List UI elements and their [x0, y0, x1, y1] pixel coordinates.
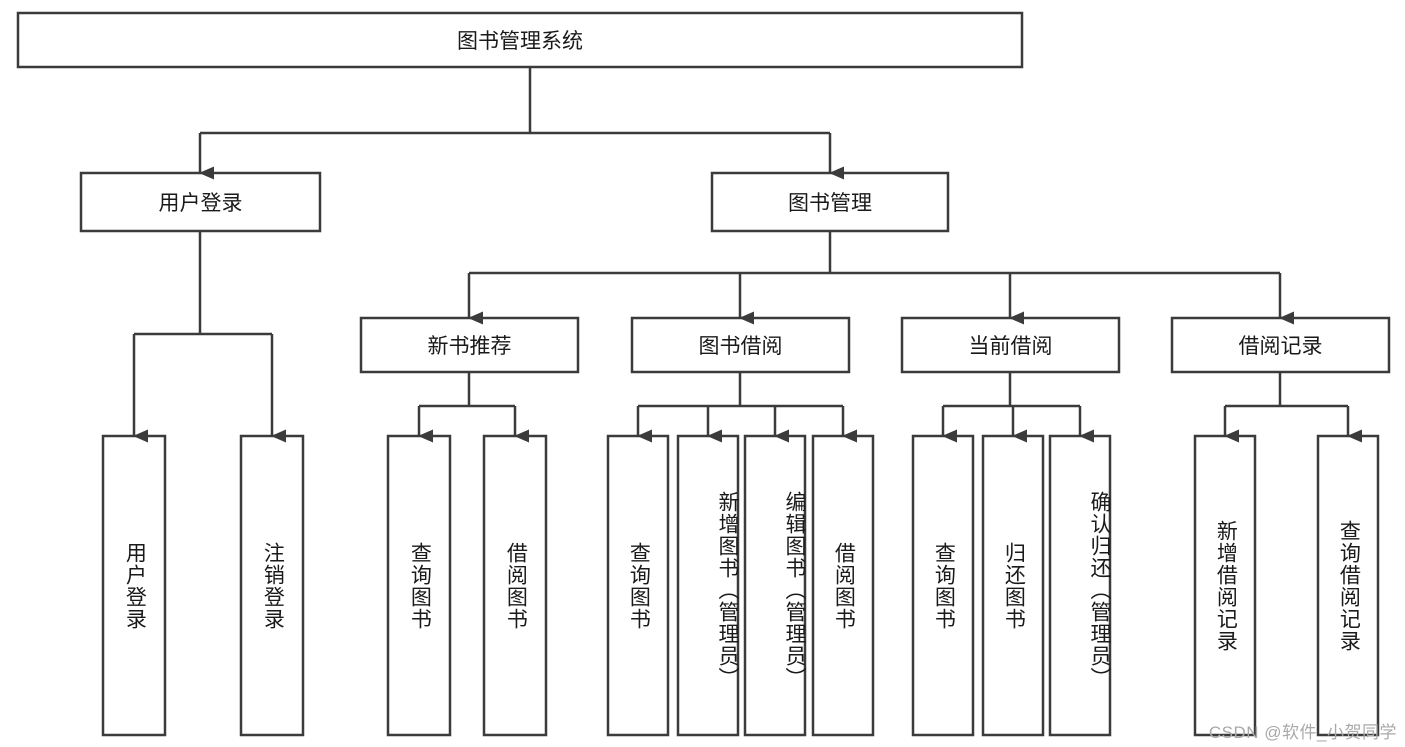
node-leaf-edit-book[interactable] [743, 434, 807, 737]
node-leaf-borrow-book-2[interactable] [811, 434, 875, 737]
node-root-book-management-system[interactable] [16, 11, 1024, 69]
node-leaf-add-book[interactable] [676, 434, 740, 737]
node-leaf-query-book-1[interactable] [386, 434, 452, 737]
node-leaf-confirm-return[interactable] [1048, 434, 1112, 737]
node-leaf-query-record[interactable] [1316, 434, 1380, 737]
node-user-login[interactable] [79, 171, 322, 233]
node-leaf-logout-login[interactable] [239, 434, 305, 737]
node-leaf-query-book-3[interactable] [911, 434, 975, 737]
watermark: CSDN @软件_小贺同学 [1208, 723, 1397, 742]
node-current-borrow[interactable] [900, 316, 1121, 374]
node-leaf-user-login[interactable] [101, 434, 167, 737]
node-leaf-borrow-book-1[interactable] [482, 434, 548, 737]
node-book-management[interactable] [710, 171, 950, 233]
node-leaf-return-book[interactable] [981, 434, 1045, 737]
node-new-book-recommend[interactable] [359, 316, 580, 374]
node-book-borrow[interactable] [630, 316, 851, 374]
node-borrow-record[interactable] [1170, 316, 1391, 374]
node-leaf-query-book-2[interactable] [606, 434, 670, 737]
node-leaf-add-record[interactable] [1193, 434, 1257, 737]
